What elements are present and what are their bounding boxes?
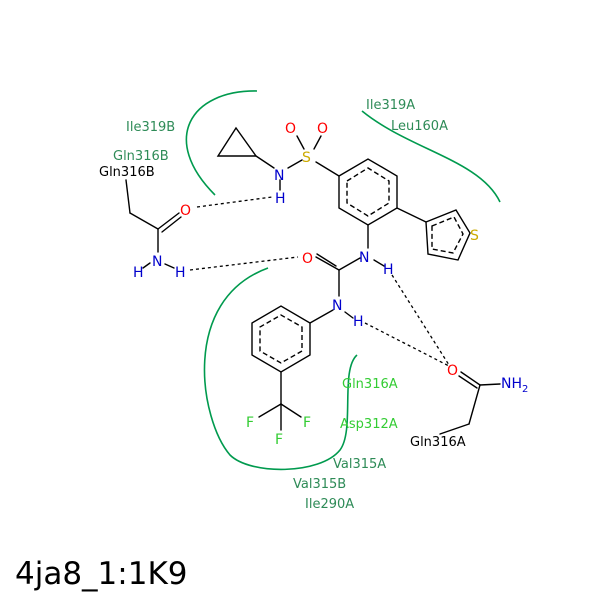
thiophene-aromatic	[431, 216, 464, 254]
residue-label-ile290a: Ile290A	[305, 497, 354, 512]
bond-gln316b-cb	[125, 179, 131, 214]
aniline-benzene-ring	[251, 305, 311, 373]
residue-label-ile319b: Ile319B	[126, 120, 175, 135]
gln316b-h1: H	[133, 265, 144, 281]
residue-label-leu160a: Leu160A	[391, 119, 448, 134]
residue-label-ile319a: Ile319A	[366, 98, 415, 113]
hbond-gln316b-h-urea-o	[189, 256, 299, 271]
fluorine-1: F	[246, 415, 254, 431]
bond-gln316a-cb	[439, 423, 470, 435]
bond-gln316a-c-nh2	[479, 383, 501, 386]
bond-cyclopropyl-n	[255, 155, 275, 169]
contact-arc-ile319b	[185, 90, 258, 196]
thiophene-ring	[425, 209, 471, 261]
bond-c-f2	[280, 403, 302, 418]
fluorine-3: F	[275, 432, 283, 448]
gln316a-sidechain	[439, 371, 501, 435]
bond-c-f1	[258, 403, 282, 418]
bond-benzene-thiophene	[396, 207, 427, 223]
atom-labels: N H S O O S N H O N H F F F O N H H O NH…	[133, 121, 528, 448]
bond-gln316a-co-b	[458, 375, 478, 389]
bond-s-o1	[296, 135, 305, 150]
contact-arc-ile319a	[361, 110, 501, 203]
urea-n: N	[359, 250, 369, 266]
residue-label-gln316a-bonded: Gln316A	[410, 435, 466, 450]
bond-urea-c-o-a	[315, 256, 340, 271]
residue-label-gln316b-bonded: Gln316B	[99, 165, 155, 180]
bond-s-ring	[315, 161, 340, 177]
urea-nh-h: H	[383, 262, 394, 278]
contact-arc-lower	[203, 267, 358, 471]
bond-anilide-n-ring	[309, 309, 334, 324]
hbond-gln316b-o-sulfonamide-h	[196, 196, 273, 208]
gln316b-h2: H	[175, 265, 186, 281]
sulfonamide-n: N	[274, 168, 284, 184]
bond-gln316b-co-a	[157, 212, 180, 230]
bond-gln316b-co-b	[161, 216, 182, 233]
bond-gln316b-cg	[129, 212, 159, 230]
anilide-h: H	[353, 314, 364, 330]
aniline-benzene-aromatic	[259, 314, 303, 364]
thiophene-s: S	[470, 228, 479, 244]
bond-urea-n-c	[338, 257, 361, 271]
hydrophobic-contacts	[185, 90, 501, 471]
residue-label-gln316a-contact: Gln316A	[342, 377, 398, 392]
cyclopropyl-ring	[216, 126, 258, 157]
residue-label-val315b: Val315B	[293, 477, 346, 492]
diagram-title: 4ja8_1:1K9	[15, 556, 188, 592]
sulfonyl-o1: O	[285, 121, 296, 137]
fluorine-2: F	[303, 415, 311, 431]
bond-gln316b-n-h1	[142, 262, 151, 269]
residue-label-asp312a: Asp312A	[340, 417, 398, 432]
residue-label-gln316b-contact: Gln316B	[113, 149, 169, 164]
gln316a-nh2-subscript: 2	[522, 384, 528, 395]
gln316a-o: O	[447, 363, 458, 379]
gln316a-nh2: NH2	[501, 376, 528, 395]
sulfonyl-o2: O	[317, 121, 328, 137]
bond-urea-c-o-b	[316, 253, 337, 267]
bond-gln316a-cg	[468, 384, 481, 425]
bond-s-o2	[313, 135, 322, 150]
gln316a-nh: NH	[501, 376, 522, 392]
sulfonamide-h: H	[275, 191, 286, 207]
bond-anilide-n-h	[344, 311, 354, 319]
hydrogen-bonds	[189, 196, 450, 367]
hbond-anilide-nh-gln316a-o	[364, 322, 450, 367]
gln316b-sidechain	[125, 179, 182, 269]
central-benzene-aromatic	[346, 167, 390, 217]
gln316b-o: O	[180, 203, 191, 219]
urea-o: O	[302, 251, 313, 267]
bond-gln316a-co-a	[460, 371, 481, 386]
residue-label-val315a: Val315A	[333, 457, 386, 472]
ligand-bonds	[216, 126, 471, 431]
bond-gln316b-n-h2	[164, 263, 175, 269]
gln316b-n: N	[152, 254, 162, 270]
sulfonyl-s: S	[302, 150, 311, 166]
residue-labels: Ile319B Gln316B Gln316B Ile319A Leu160A …	[99, 98, 466, 512]
bond-n-s	[287, 159, 303, 169]
anilide-n: N	[332, 298, 342, 314]
bond-urea-n-h	[373, 259, 385, 267]
